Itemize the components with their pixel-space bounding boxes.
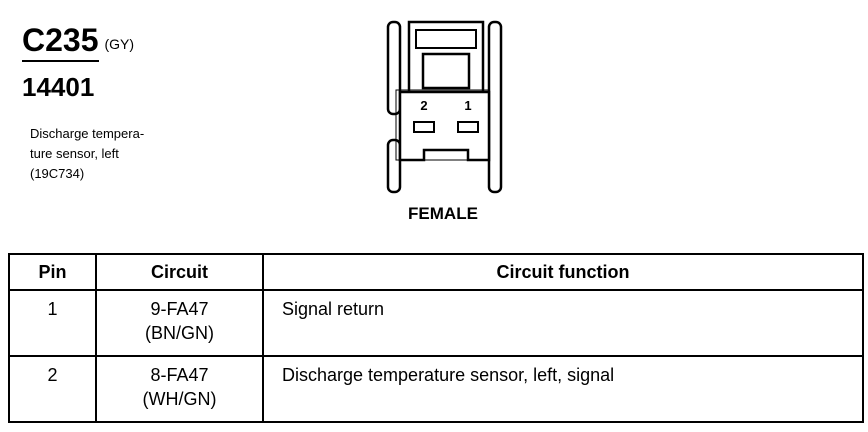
- cavity-pin-2: [413, 121, 435, 133]
- top-tab-inner: [415, 29, 477, 49]
- connector-number: C235: [22, 22, 99, 62]
- function-cell: Discharge temperature sensor, left, sign…: [262, 355, 864, 423]
- circuit-cell: 9-FA47 (BN/GN): [95, 289, 264, 357]
- pin-label: 1: [464, 98, 471, 113]
- wire-color: (WH/GN): [142, 389, 217, 409]
- right-latch: [487, 20, 503, 194]
- table-header-row: Pin Circuit Circuit function: [8, 253, 864, 291]
- connector-gender: FEMALE: [408, 204, 478, 223]
- connector-face-diagram: 2 1: [386, 20, 503, 194]
- pin-cell: 2: [8, 355, 97, 423]
- description-line: (19C734): [30, 166, 85, 181]
- description-line: Discharge tempera-: [30, 126, 145, 141]
- pin-cell: 1: [8, 289, 97, 357]
- circuit-cell: 8-FA47 (WH/GN): [95, 355, 264, 423]
- pin-label: 2: [420, 98, 427, 113]
- column-header-circuit: Circuit: [95, 253, 264, 291]
- cavity-pin-1: [457, 121, 479, 133]
- lock-window: [421, 52, 471, 90]
- connector-id: C235 (GY): [22, 22, 134, 62]
- table-row: 1 9-FA47 (BN/GN) Signal return: [8, 289, 864, 357]
- wire-color: (BN/GN): [145, 323, 214, 343]
- column-header-pin: Pin: [8, 253, 97, 291]
- table-row: 2 8-FA47 (WH/GN) Discharge temperature s…: [8, 355, 864, 423]
- part-number: 14401: [22, 72, 95, 102]
- left-latch-lower: [386, 138, 402, 194]
- pin-table: Pin Circuit Circuit function 1 9-FA47 (B…: [8, 253, 864, 423]
- description-line: ture sensor, left: [30, 146, 119, 161]
- connector-face: [395, 89, 490, 161]
- left-latch-upper: [386, 20, 402, 116]
- connector-description: Discharge tempera- ture sensor, left (19…: [30, 124, 190, 184]
- circuit-number: 8-FA47: [150, 365, 209, 385]
- circuit-number: 9-FA47: [150, 299, 209, 319]
- function-cell: Signal return: [262, 289, 864, 357]
- connector-color-code: (GY): [104, 36, 135, 52]
- column-header-function: Circuit function: [262, 253, 864, 291]
